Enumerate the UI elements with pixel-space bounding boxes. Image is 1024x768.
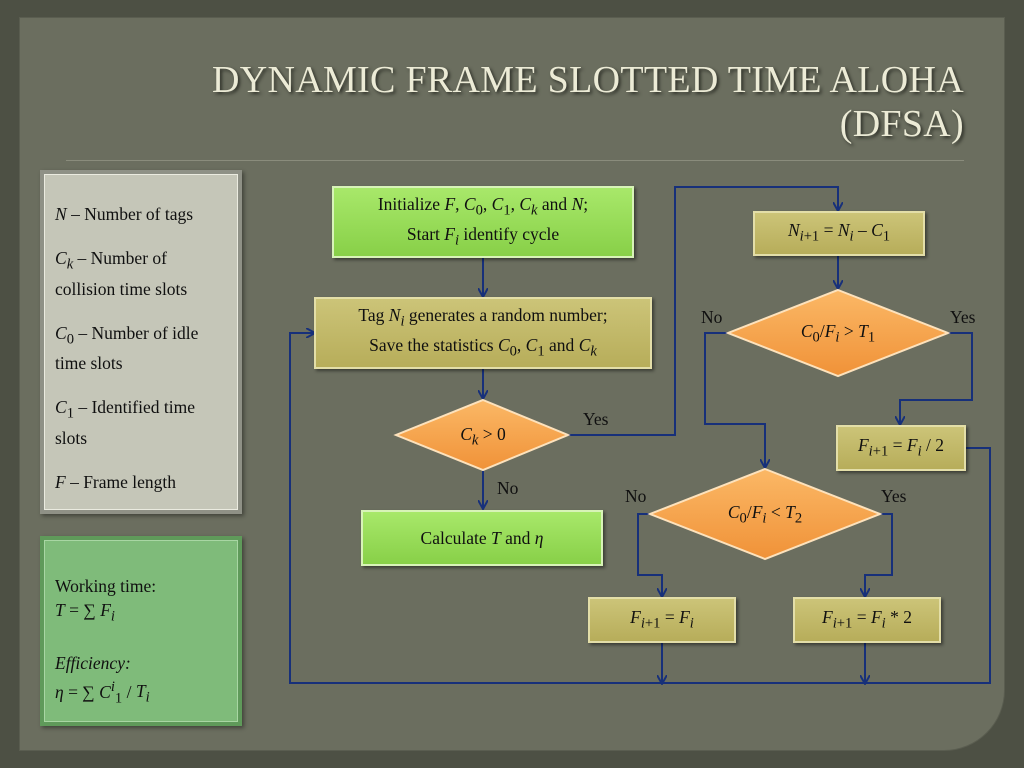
working-time: Working time:T = ∑ Fi	[55, 576, 157, 625]
f-same-label: Fi+1 = Fi	[630, 606, 694, 632]
legend-item-c0: C0 – Number of idle time slots	[55, 322, 199, 374]
decision-t1-diamond	[725, 288, 951, 378]
calculate-label: Calculate T and η	[420, 528, 544, 548]
tag-process-box: Tag Ni generates a random number; Save t…	[314, 297, 652, 369]
tag-line-1: Tag Ni generates a random number;	[358, 304, 608, 330]
label-ck-no: No	[497, 478, 519, 498]
label-t1-yes: Yes	[950, 307, 976, 327]
init-line-1: Initialize F, C0, C1, Ck and N;	[377, 193, 589, 219]
legend-item-f: F – Frame length	[55, 471, 177, 492]
arrow-ck-yes-to-n	[568, 186, 838, 436]
arrow-t2-yes	[865, 513, 893, 596]
slide-title: DYNAMIC FRAME SLOTTED TIME ALOHA (DFSA)	[212, 58, 964, 146]
arrow-fhalf-loop	[289, 333, 991, 684]
decision-t2-diamond	[647, 467, 883, 561]
title-line-2: (DFSA)	[839, 103, 964, 145]
f-half-box: Fi+1 = Fi / 2	[836, 425, 966, 471]
init-process-box: Initialize F, C0, C1, Ck and N; Start Fi…	[332, 186, 634, 258]
legend-item-ck: Ck – Number of collision time slots	[55, 248, 188, 299]
decision-t1-label: C0/Fi > T1	[800, 321, 876, 346]
title-divider	[66, 160, 964, 161]
n-update-label: Ni+1 = Ni – C1	[787, 220, 891, 245]
summary-box: Working time:T = ∑ Fi Efficiency:η = ∑ C…	[40, 536, 242, 726]
legend-box: N – Number of tags Ck – Number of collis…	[40, 170, 242, 514]
title-line-1: DYNAMIC FRAME SLOTTED TIME ALOHA	[211, 59, 964, 101]
label-t1-no: No	[701, 307, 723, 327]
decision-t2-label: C0/Fi < T2	[727, 502, 803, 527]
f-half-label: Fi+1 = Fi / 2	[857, 434, 945, 460]
tag-line-2: Save the statistics C0, C1 and Ck	[369, 335, 597, 360]
f-double-box: Fi+1 = Fi * 2	[793, 597, 941, 643]
label-ck-yes: Yes	[583, 409, 609, 429]
legend-item-n: N – Number of tags	[55, 204, 194, 224]
legend-item-c1: C1 – Identified time slots	[55, 397, 195, 448]
calculate-box: Calculate T and η	[361, 510, 603, 566]
label-t2-yes: Yes	[881, 486, 907, 506]
f-double-label: Fi+1 = Fi * 2	[822, 606, 912, 632]
arrow-t2-no	[637, 513, 662, 596]
decision-ck-label: Ck > 0	[460, 424, 506, 449]
efficiency: Efficiency:η = ∑ Ci1 / Ti	[55, 652, 150, 706]
n-update-box: Ni+1 = Ni – C1	[753, 211, 925, 256]
arrow-t1-yes	[900, 332, 973, 424]
f-same-box: Fi+1 = Fi	[588, 597, 736, 643]
init-line-2: Start Fi identify cycle	[406, 224, 560, 249]
decision-ck-diamond	[393, 398, 571, 472]
label-t2-no: No	[625, 486, 647, 506]
arrow-t1-no	[704, 332, 765, 467]
